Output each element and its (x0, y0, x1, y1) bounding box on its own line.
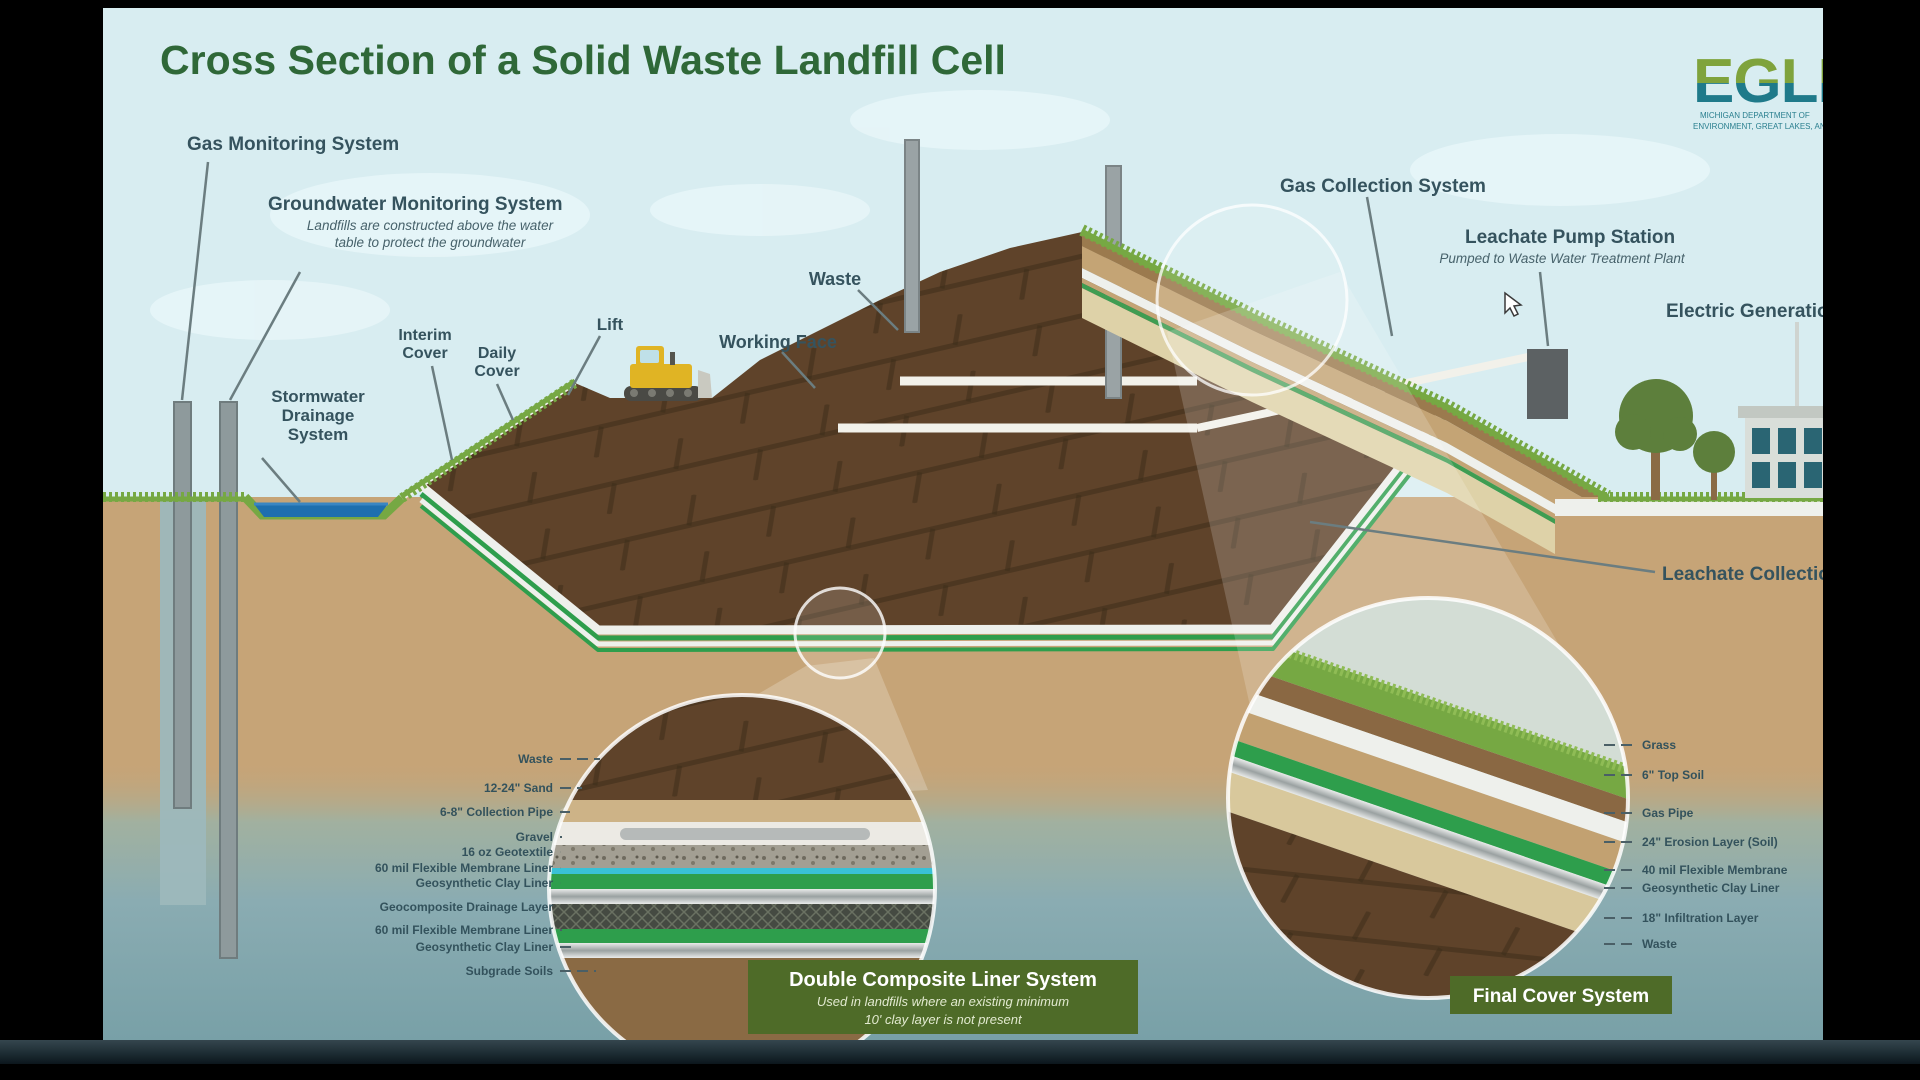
label-groundwater-sub1: Landfills are constructed above the wate… (307, 218, 554, 233)
diagram-canvas: Waste 12-24" Sand 6-8" Collection Pipe G… (103, 8, 1823, 1042)
label-gas-collection: Gas Collection System (1280, 176, 1486, 197)
landfill-diagram: Waste 12-24" Sand 6-8" Collection Pipe G… (103, 8, 1823, 1042)
stormwater-pond (241, 493, 406, 520)
label-stormwater-3: System (288, 425, 348, 444)
liner-box-sub2: 10' clay layer is not present (864, 1012, 1023, 1027)
liner-label-gcl-1: Geosynthetic Clay Liner (416, 876, 554, 890)
groundwater-monitoring-well (219, 401, 238, 959)
gas-well-pipe (904, 139, 920, 333)
monitoring-wells (160, 401, 238, 959)
gas-monitoring-well (173, 401, 192, 809)
label-waste: Waste (809, 269, 861, 289)
liner-label-geocomposite: Geocomposite Drainage Layer (380, 900, 554, 914)
liner-label-gcl-2: Geosynthetic Clay Liner (416, 940, 554, 954)
label-lift: Lift (597, 315, 624, 334)
cover-caption-box: Final Cover System (1450, 976, 1672, 1014)
liner-label-geotextile: 16 oz Geotextile (462, 845, 554, 859)
leachate-pump-station (1527, 349, 1568, 419)
electric-generation-building (1738, 322, 1823, 498)
liner-box-title: Double Composite Liner System (789, 969, 1097, 991)
label-daily-2: Cover (474, 363, 519, 380)
mouse-cursor (1504, 291, 1523, 318)
liner-detail-labels: Waste 12-24" Sand 6-8" Collection Pipe G… (375, 752, 600, 978)
label-working-face: Working Face (719, 332, 837, 352)
label-electric-generation: Electric Generation (1666, 301, 1823, 322)
egle-logo-line1: MICHIGAN DEPARTMENT OF (1700, 111, 1810, 120)
building-windows (1752, 428, 1822, 488)
cover-label-infiltration: 18" Infiltration Layer (1642, 911, 1759, 925)
liner-box-sub1: Used in landfills where an existing mini… (817, 994, 1069, 1009)
egle-logo-word: EGLE (1693, 47, 1823, 116)
liner-caption-box: Double Composite Liner System Used in la… (748, 960, 1138, 1034)
pond-water (254, 504, 388, 517)
page-title: Cross Section of a Solid Waste Landfill … (160, 37, 1006, 83)
label-groundwater-sub2: table to protect the groundwater (335, 235, 526, 250)
liner-label-fml-2: 60 mil Flexible Membrane Liner (375, 923, 553, 937)
bottom-strip (0, 1040, 1920, 1064)
label-leachate-pump-sub: Pumped to Waste Water Treatment Plant (1439, 251, 1686, 266)
egle-logo-line2: ENVIRONMENT, GREAT LAKES, AND ENERGY (1693, 122, 1823, 131)
label-interim-1: Interim (398, 327, 451, 344)
liner-label-waste: Waste (518, 752, 553, 766)
cover-detail-circle (1226, 596, 1630, 1000)
building-pole (1795, 322, 1799, 414)
cover-label-gcl: Geosynthetic Clay Liner (1642, 881, 1780, 895)
label-groundwater: Groundwater Monitoring System (268, 194, 563, 215)
cover-box-title: Final Cover System (1473, 986, 1649, 1007)
liner-label-sand: 12-24" Sand (484, 781, 553, 795)
liner-label-fml-1: 60 mil Flexible Membrane Liner (375, 861, 553, 875)
label-stormwater-1: Stormwater (271, 387, 365, 406)
cover-lens (1155, 203, 1349, 397)
label-daily-1: Daily (478, 345, 516, 362)
cover-label-erosion: 24" Erosion Layer (Soil) (1642, 835, 1778, 849)
label-interim-2: Cover (402, 345, 447, 362)
egle-logo: EGLE MICHIGAN DEPARTMENT OF ENVIRONMENT,… (1693, 47, 1823, 131)
clouds (150, 90, 1710, 340)
label-leachate-pump: Leachate Pump Station (1465, 227, 1675, 248)
leader-lines (180, 161, 1656, 574)
label-leachate-collection: Leachate Collection (1662, 564, 1823, 585)
callout-labels: Gas Monitoring System Groundwater Monito… (187, 134, 1823, 585)
bulldozer (624, 346, 712, 401)
cover-label-gas-pipe: Gas Pipe (1642, 806, 1694, 820)
cover-label-fml: 40 mil Flexible Membrane (1642, 863, 1788, 877)
liner-label-gravel: Gravel (516, 830, 553, 844)
label-stormwater-2: Drainage (282, 406, 355, 425)
gas-pipe-run (1555, 499, 1823, 516)
cover-label-waste: Waste (1642, 937, 1677, 951)
liner-label-collection-pipe: 6-8" Collection Pipe (440, 805, 553, 819)
cover-label-grass: Grass (1642, 738, 1676, 752)
double-liner (418, 404, 1451, 652)
liner-lens (793, 586, 887, 680)
liner-label-subgrade: Subgrade Soils (466, 964, 554, 978)
cover-detail-labels: Grass 6" Top Soil Gas Pipe 24" Erosion L… (1604, 738, 1788, 951)
label-gas-monitoring: Gas Monitoring System (187, 134, 399, 155)
trees (1615, 379, 1735, 500)
final-cover-bands (1082, 230, 1608, 584)
cover-label-topsoil: 6" Top Soil (1642, 768, 1704, 782)
